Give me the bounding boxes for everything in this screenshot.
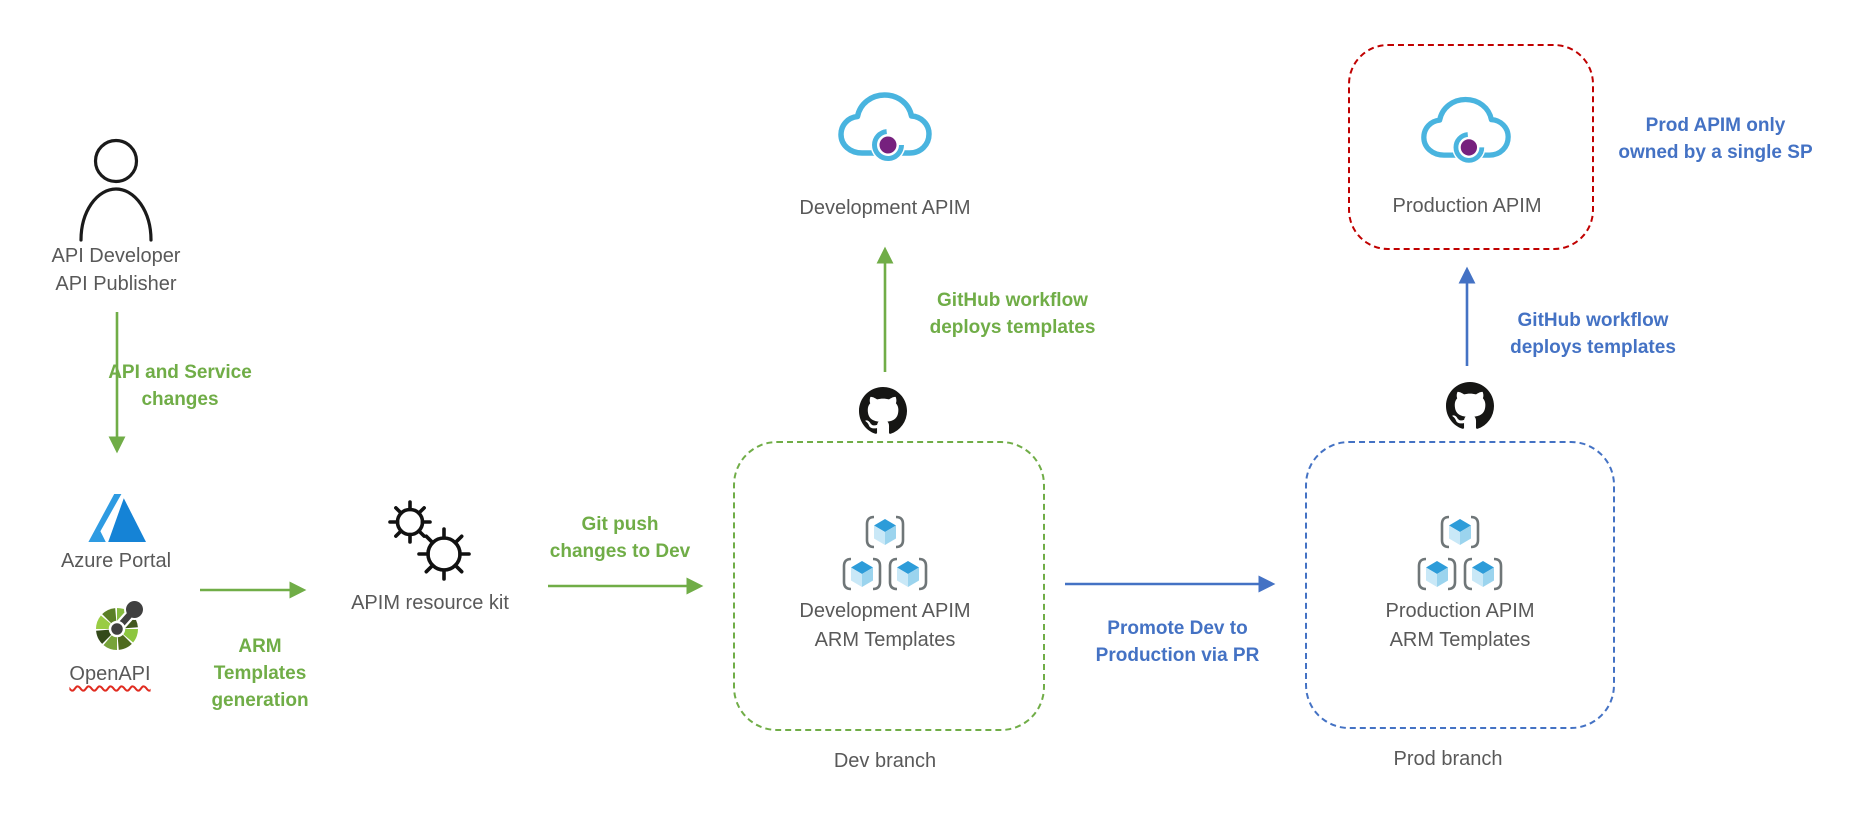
api-changes-label: API and Service changes: [108, 362, 252, 410]
prod-github-icon: [1446, 382, 1494, 429]
dev-box-label: Development APIM ARM Templates: [799, 600, 971, 651]
dev-branch-label: Dev branch: [833, 750, 937, 772]
prod-box-label: Production APIM ARM Templates: [1385, 600, 1535, 651]
prod-branch-box: [1305, 441, 1615, 729]
dev-branch-box: [733, 441, 1045, 731]
prod-apim-highlight-box: [1348, 44, 1594, 250]
openapi-logo: [88, 594, 152, 658]
promote-label: Promote Dev to Production via PR: [1095, 618, 1260, 666]
prod-apim-cloud-icon: [1420, 94, 1512, 174]
resource-kit-label: APIM resource kit: [351, 592, 509, 614]
arm-generation-label: ARM Templates generation: [211, 636, 309, 711]
prod-arm-cubes-icon: [1408, 515, 1512, 593]
person-icon: [79, 138, 153, 242]
gears-icon: [388, 500, 471, 581]
openapi-label: OpenAPI: [69, 663, 151, 685]
sp-note-label: Prod APIM only owned by a single SP: [1618, 115, 1813, 163]
prod-branch-label: Prod branch: [1393, 748, 1503, 770]
dev-github-icon: [859, 387, 907, 434]
git-push-label: Git push changes to Dev: [549, 514, 691, 562]
dev-deploy-label: GitHub workflow deploys templates: [929, 290, 1096, 338]
azure-logo: [88, 494, 146, 542]
prod-deploy-label: GitHub workflow deploys templates: [1510, 310, 1676, 358]
developer-label: API Developer API Publisher: [51, 245, 181, 295]
prod-apim-label: Production APIM: [1392, 195, 1542, 217]
azure-portal-label: Azure Portal: [60, 550, 172, 572]
dev-apim-cloud-icon: [837, 90, 933, 172]
dev-arm-cubes-icon: [833, 515, 937, 593]
dev-apim-label: Development APIM: [799, 197, 971, 219]
